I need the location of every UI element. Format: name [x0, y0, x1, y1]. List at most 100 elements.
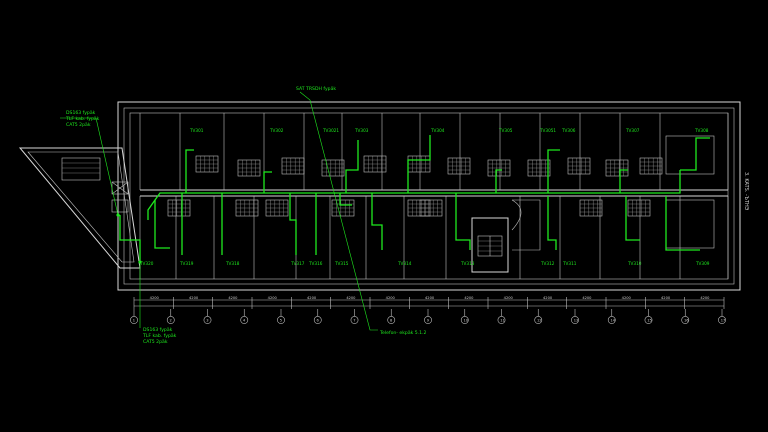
dimension-value: 4200 — [622, 296, 632, 300]
axis-marker — [166, 316, 175, 324]
callout-line: TLF kab. fypäk — [65, 116, 100, 122]
axis-label: 14 — [610, 318, 615, 322]
dimension-value: 4200 — [582, 296, 592, 300]
bathroom-blocks — [167, 155, 663, 217]
axis-marker — [130, 316, 138, 324]
room-tag: TV315 — [334, 261, 349, 266]
bathroom-tile-block — [281, 157, 305, 175]
room-tag: TV313 — [460, 261, 475, 266]
callout-top-center: SAT TRSDH fypäk — [296, 86, 336, 92]
room-tag: TV312 — [540, 261, 555, 266]
room-tag: TV307 — [625, 128, 640, 133]
room-tag: TV302 — [269, 128, 284, 133]
axis-label: 7 — [353, 318, 355, 322]
axis-label: 9 — [427, 318, 430, 322]
end-rooms-right — [665, 135, 715, 249]
room-tag: TV308 — [694, 128, 709, 133]
dimension-value: 4200 — [150, 296, 160, 300]
axis-marker — [387, 316, 396, 324]
callout-line: CAT5 2päk — [143, 339, 168, 345]
axis-label: 16 — [684, 318, 689, 322]
axis-label: 8 — [390, 318, 393, 322]
axis-label: 12 — [537, 318, 542, 322]
bathroom-tile-block — [447, 157, 471, 175]
axis-marker — [313, 316, 322, 324]
central-stair-core — [471, 199, 541, 273]
room-tag: TV309 — [695, 261, 710, 266]
room-tag: TV311 — [562, 261, 577, 266]
cable-routing — [60, 91, 710, 331]
bathroom-tile-block — [487, 159, 511, 177]
axis-marker — [497, 316, 506, 324]
dimension-value: 4200 — [700, 296, 710, 300]
axis-label: 3 — [206, 318, 208, 322]
dimension-value: 4200 — [425, 296, 435, 300]
axis-label: 15 — [647, 318, 652, 322]
dimension-line: 4200 4200 4200 4200 4200 4200 4200 4200 4200 4200… — [133, 296, 725, 309]
room-tag: TV3051 — [539, 128, 556, 133]
bathroom-tile-block — [527, 159, 551, 177]
axis-marker — [571, 316, 579, 324]
bathroom-tile-block — [235, 199, 259, 217]
axis-marker — [644, 316, 653, 324]
room-tag: TV304 — [430, 128, 445, 133]
bathroom-tile-block — [627, 199, 651, 217]
bathroom-tile-block — [579, 199, 603, 217]
dimension-value: 4200 — [228, 296, 238, 300]
bathroom-tile-block — [237, 159, 261, 177]
dimension-value: 4200 — [504, 296, 514, 300]
axis-label: 5 — [280, 318, 282, 322]
room-tag: TV301 — [189, 128, 204, 133]
dimension-value: 4200 — [307, 296, 317, 300]
room-tag: TV305 — [498, 128, 513, 133]
room-tag: TV314 — [397, 261, 412, 266]
room-tag: TV319 — [179, 261, 194, 266]
axis-marker — [240, 316, 249, 324]
bathroom-tile-block — [639, 157, 663, 175]
axis-marker — [203, 316, 212, 324]
bathroom-tile-block — [265, 199, 289, 217]
callout-line: CAT5 2päk — [66, 122, 91, 128]
callout-bottom-left: DS163 fypäk TLF kab. fypäk CAT5 2päk — [142, 327, 177, 345]
axis-label: 4 — [243, 318, 246, 322]
axis-marker — [681, 316, 690, 324]
axis-marker — [350, 316, 359, 324]
room-tag: TV303 — [354, 128, 369, 133]
axis-label: 10 — [463, 318, 468, 322]
dimension-value: 4200 — [189, 296, 199, 300]
bathroom-tile-block — [407, 155, 431, 173]
partitions-top — [139, 113, 729, 190]
stair-wing — [18, 147, 141, 269]
bathroom-tile-block — [605, 159, 629, 177]
room-tag: TV310 — [627, 261, 642, 266]
bathroom-tile-block — [331, 199, 355, 217]
dimension-value: 4200 — [464, 296, 474, 300]
dimension-value: 4200 — [661, 296, 671, 300]
partitions-bottom — [139, 196, 729, 279]
axis-marker — [424, 316, 432, 324]
dimension-value: 4200 — [268, 296, 278, 300]
room-tag: TV320 — [139, 261, 154, 266]
axis-marker — [718, 316, 726, 324]
room-tag: TV318 — [225, 261, 240, 266]
callout-line: TLF kab. fypäk — [142, 333, 177, 339]
bathroom-tile-block — [321, 159, 345, 177]
dimension-value: 4200 — [386, 296, 396, 300]
bathroom-tile-block — [419, 199, 443, 217]
axis-marker — [277, 316, 285, 324]
dimension-value: 4200 — [543, 296, 553, 300]
axis-label: 17 — [721, 318, 726, 322]
room-tag: TV3021 — [322, 128, 339, 133]
corridor-walls — [140, 189, 728, 197]
bathroom-tile-block — [195, 155, 219, 173]
callout-bottom-center: Telefon- ekpäk 5.1.2 — [379, 330, 427, 336]
axis-label: 6 — [316, 318, 319, 322]
axis-marker — [460, 316, 469, 324]
floor-label: 3. KATS. -ЪТНЭ — [743, 172, 749, 211]
room-tag: TV317 — [290, 261, 305, 266]
room-tag: TV306 — [561, 128, 576, 133]
axis-label: 11 — [500, 318, 505, 322]
